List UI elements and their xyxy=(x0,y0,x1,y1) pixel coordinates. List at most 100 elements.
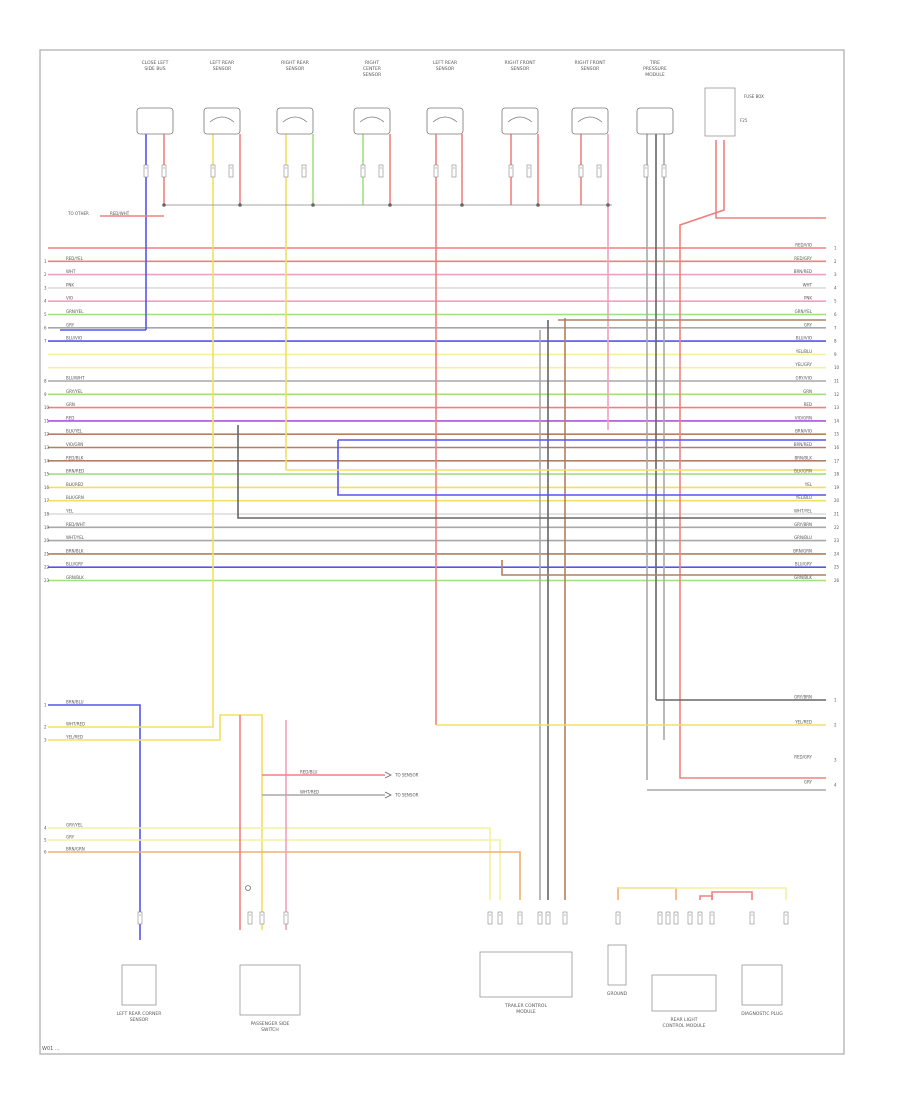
bottom-connector-pin xyxy=(259,911,265,925)
bus-wire-pin-right: 2 xyxy=(834,259,837,264)
bottom-connector-pin xyxy=(709,911,715,925)
top-connector-body xyxy=(276,107,314,135)
bus-wire-label-left: RED/YEL xyxy=(66,256,84,261)
top-connector-label: SENSOR xyxy=(213,66,232,72)
bus-wire-label-right: VIO/GRN xyxy=(795,415,812,420)
bus-wire-pin-right: 21 xyxy=(834,512,840,517)
bottom-connector-pin xyxy=(615,911,621,925)
bus-wire-label-left: BLU/VIO xyxy=(66,336,82,341)
sensor-symbol xyxy=(282,116,308,123)
bus-wire-pin-right: 9 xyxy=(834,352,837,357)
top-connector-body xyxy=(136,107,174,135)
bus-wire-pin-left: 12 xyxy=(44,432,50,437)
bus-wire-label-left: PNK xyxy=(66,282,74,287)
lower-right-pin: 4 xyxy=(834,783,837,788)
bus-wire-label-right: RED xyxy=(804,402,812,407)
splice-dot xyxy=(536,203,540,207)
lower-right-pin: 1 xyxy=(834,698,837,703)
bus-wire-pin-right: 20 xyxy=(834,498,840,503)
bottom-jumper xyxy=(617,887,677,900)
top-connector-label: TIRE xyxy=(649,60,660,66)
top-connector-label: RIGHT FRONT xyxy=(505,60,536,66)
bus-wire-label-left: BLU/GRY xyxy=(66,562,84,567)
lower-left-pin: 6 xyxy=(44,850,47,855)
lower-left-wire-label: BRN/BLU xyxy=(66,700,84,705)
splice-dot xyxy=(311,203,315,207)
connector-pin xyxy=(228,164,234,178)
bottom-jumper xyxy=(618,887,787,900)
bus-wire-pin-right: 13 xyxy=(834,405,840,410)
bus-wire-label-right: RED/GRY xyxy=(794,256,812,261)
bus-wire-label-right: BRN/RED xyxy=(794,442,812,447)
bottom-component-label: MODULE xyxy=(516,1009,536,1015)
lower-left-wire-label: BRN/GRN xyxy=(66,847,85,852)
bus-wire-pin-left: 13 xyxy=(44,445,50,450)
bus-wire-label-left: GRN/BLK xyxy=(66,575,84,580)
bus-wire-pin-right: 14 xyxy=(834,418,840,423)
lower-left-pin: 2 xyxy=(44,725,47,730)
bus-wire-pin-left: 10 xyxy=(44,405,50,410)
top-connector-body xyxy=(353,107,391,135)
connector-pin xyxy=(161,164,167,178)
top-connector-label: RIGHT FRONT xyxy=(575,60,606,66)
bus-wire-pin-left: 22 xyxy=(44,565,50,570)
bus-wire-pin-left: 11 xyxy=(44,418,50,423)
fuse-box xyxy=(704,87,736,137)
top-connector-label: MODULE xyxy=(645,72,665,78)
top-connector-body xyxy=(636,107,674,135)
bottom-connector-pin xyxy=(517,911,523,925)
lower-left-wire xyxy=(48,827,491,900)
lower-right-wire-label: GRY/BRN xyxy=(794,695,812,700)
diagram-border xyxy=(39,49,845,1055)
bus-wire-pin-right: 1 xyxy=(834,246,837,251)
top-connector-body xyxy=(571,107,609,135)
lower-left-wire xyxy=(48,720,214,728)
connector-pin xyxy=(378,164,384,178)
bus-wire-pin-right: 8 xyxy=(834,339,837,344)
bus-wire-label-left: GRY xyxy=(66,322,75,327)
bus-wire-label-left: WHT xyxy=(66,269,76,274)
bus-wire-label-left: GRN/YEL xyxy=(66,309,84,314)
bus-wire-pin-left: 8 xyxy=(44,379,47,384)
bus-wire-pin-left: 23 xyxy=(44,578,50,583)
bus-wire-pin-left: 1 xyxy=(44,259,47,264)
bus-wire-label-left: BLK/GRN xyxy=(66,495,84,500)
bus-wire-label-left: GRN xyxy=(66,402,75,407)
splice-dot xyxy=(388,203,392,207)
top-connector-label: PRESSURE xyxy=(643,66,667,72)
lower-left-wire xyxy=(48,851,521,900)
labels-layer: RED/VIO1RED/GRY2BRN/RED3WHT4PNK5GRN/YEL6… xyxy=(44,60,840,1033)
connector-pin xyxy=(508,164,514,178)
fuse-box-label: FUSE BOX xyxy=(744,94,764,99)
top-connector-label: SENSOR xyxy=(581,66,600,72)
bus-wire-pin-left: 5 xyxy=(44,312,47,317)
bus-wire-pin-left: 18 xyxy=(44,512,50,517)
bottom-jumper xyxy=(699,895,713,900)
ground-icon xyxy=(245,885,251,891)
bus-wire-pin-left: 2 xyxy=(44,272,47,277)
sensor-symbol xyxy=(359,116,385,123)
bus-wire-pin-right: 26 xyxy=(834,578,840,583)
lower-right-pin: 2 xyxy=(834,723,837,728)
lower-right-pin: 3 xyxy=(834,758,837,763)
lower-right-wire-label: RED/GRY xyxy=(794,755,812,760)
bus-wire-pin-left: 3 xyxy=(44,285,47,290)
top-connector-body xyxy=(501,107,539,135)
bus-wire-label-left: WHT/YEL xyxy=(66,535,85,540)
bottom-component-label: PASSENGER SIDE xyxy=(251,1021,290,1027)
connector-pin xyxy=(143,164,149,178)
bus-wire-label-left: BLK/YEL xyxy=(66,429,83,434)
connector-pin xyxy=(526,164,532,178)
bus-wire-label-right: GRY xyxy=(804,322,813,327)
bus-wire-label-left: BLU/WHT xyxy=(66,376,85,381)
bus-wire-label-right: RED/VIO xyxy=(795,243,812,248)
bottom-connector-pin xyxy=(497,911,503,925)
bus-wire-label-right: YEL xyxy=(804,482,813,487)
components-layer xyxy=(121,87,789,1016)
top-connector-label: SIDE BUS xyxy=(144,66,165,72)
bottom-connector-pin xyxy=(687,911,693,925)
connector-pin xyxy=(283,164,289,178)
bottom-connector-pin xyxy=(137,911,143,925)
sensor-symbol xyxy=(432,116,458,123)
